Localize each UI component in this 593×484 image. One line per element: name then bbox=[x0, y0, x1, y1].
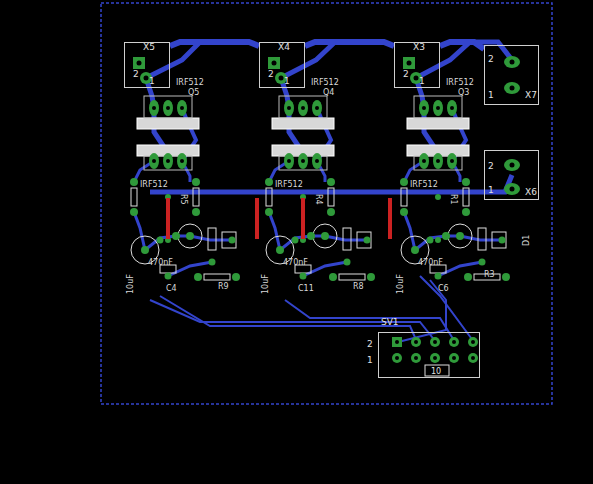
terminal-connector: X3 21 bbox=[394, 42, 440, 88]
silkscreen-label: 10uF bbox=[126, 274, 135, 294]
terminal-connector: X5 21 bbox=[124, 42, 170, 88]
pin-header: SV12110 bbox=[378, 332, 480, 378]
silkscreen-label: 470nF bbox=[418, 258, 443, 267]
copper-trace bbox=[170, 42, 259, 46]
silkscreen-label: D1 bbox=[522, 235, 531, 246]
pin-number: 2 bbox=[403, 69, 409, 79]
part-name: X6 bbox=[525, 187, 537, 197]
silkscreen-label: IRF512 bbox=[446, 78, 474, 87]
pin-number: 2 bbox=[133, 69, 139, 79]
pin-number: 2 bbox=[367, 339, 373, 349]
silkscreen-label: C4 bbox=[166, 284, 177, 293]
pin-number: 1 bbox=[149, 76, 155, 86]
pin-number: 2 bbox=[488, 54, 494, 64]
part-name: SV1 bbox=[381, 317, 399, 327]
part-name: X5 bbox=[143, 42, 155, 52]
silkscreen-label: IRF512 bbox=[275, 180, 303, 189]
silkscreen-label: IRF512 bbox=[410, 180, 438, 189]
pin-number: 1 bbox=[488, 185, 494, 195]
pin-number: 1 bbox=[367, 355, 373, 365]
terminal-connector: X4 21 bbox=[259, 42, 305, 88]
pin-number: 1 bbox=[284, 76, 290, 86]
silkscreen-label: Q5 bbox=[188, 88, 199, 97]
terminal-connector: X7 1 2 bbox=[484, 45, 539, 105]
silkscreen-label: C6 bbox=[438, 284, 449, 293]
silkscreen-label: C11 bbox=[298, 284, 314, 293]
silkscreen-label: IRF512 bbox=[311, 78, 339, 87]
pin-number: 2 bbox=[488, 161, 494, 171]
terminal-connector: X6 2 1 bbox=[484, 150, 539, 200]
silkscreen-label: IRF512 bbox=[176, 78, 204, 87]
pin-number: 1 bbox=[488, 90, 494, 100]
pin-number: 10 bbox=[431, 367, 441, 377]
silkscreen-label: 10uF bbox=[261, 274, 270, 294]
silkscreen-label: R8 bbox=[353, 282, 364, 291]
silkscreen-label: IRF512 bbox=[140, 180, 168, 189]
pin-number: 2 bbox=[268, 69, 274, 79]
pin-number: 1 bbox=[419, 76, 425, 86]
silkscreen-label: Q4 bbox=[323, 88, 334, 97]
silkscreen-label: R4 bbox=[314, 194, 323, 205]
silkscreen-label: 470nF bbox=[283, 258, 308, 267]
silkscreen-label: Q3 bbox=[458, 88, 469, 97]
part-name: X7 bbox=[525, 90, 537, 100]
part-name: X4 bbox=[278, 42, 290, 52]
part-name: X3 bbox=[413, 42, 425, 52]
copper-trace bbox=[440, 42, 484, 49]
silkscreen-label: R3 bbox=[484, 270, 495, 279]
silkscreen-label: 10uF bbox=[396, 274, 405, 294]
silkscreen-label: R5 bbox=[179, 194, 188, 205]
silkscreen-label: R9 bbox=[218, 282, 229, 291]
silkscreen-label: 470nF bbox=[148, 258, 173, 267]
silkscreen-label: R1 bbox=[449, 194, 458, 205]
copper-trace bbox=[305, 42, 394, 46]
